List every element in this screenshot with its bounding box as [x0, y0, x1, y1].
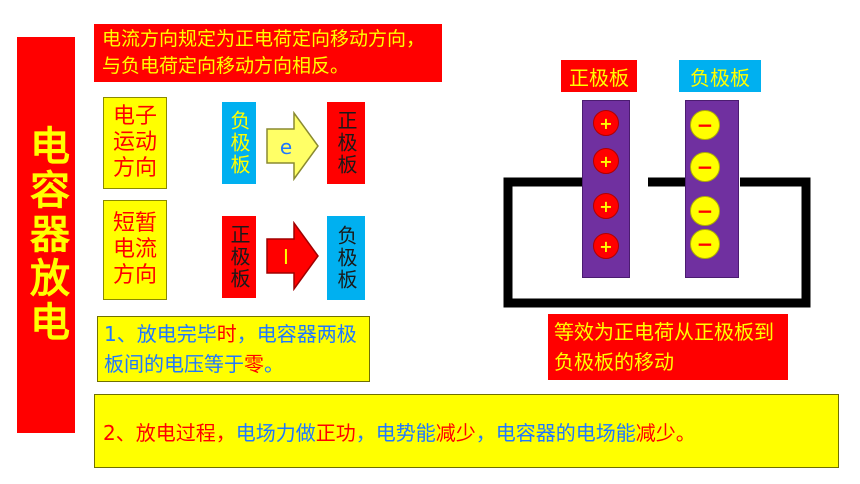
negative-charge: − — [690, 110, 720, 140]
slide-title: 电容器放电 — [23, 125, 69, 345]
note2-part: 电场力做 — [235, 420, 316, 445]
current-arrow: I — [266, 221, 319, 291]
equivalence-note: 等效为正电荷从正极板到负极板的移动 — [548, 314, 788, 380]
note2-part: 电势能 — [375, 420, 436, 445]
note2-part: ，电容器的 — [475, 420, 576, 445]
title-bar: 电容器放电 — [17, 37, 75, 433]
negative-charge: − — [690, 229, 720, 259]
note1-suffix: 。 — [264, 352, 284, 376]
electron-arrow-label: e — [280, 135, 292, 159]
note2-part: 正功 — [315, 420, 356, 445]
note1-time: 时 — [216, 322, 237, 346]
current-arrow-label: I — [283, 245, 289, 269]
discharge-complete-note: 1、放电完毕时，电容器两极板间的电压等于零。 — [97, 316, 370, 382]
note2-part: 减少。 — [635, 420, 696, 445]
note2-part: ， — [355, 420, 376, 445]
electron-from-plate: 负极板 — [222, 102, 256, 184]
note1-mid: ，电容器两极板间的电压等于 — [104, 322, 357, 376]
note1-zero: 零 — [244, 352, 264, 376]
positive-charge: + — [593, 233, 619, 259]
note2-part: 减少 — [435, 420, 476, 445]
circuit-wire — [503, 177, 811, 308]
discharge-process-note: 2、放电过程，电场力做正功，电势能减少，电容器的电场能减少。 — [94, 394, 839, 468]
negative-plate-label: 负极板 — [679, 60, 761, 92]
electron-direction-label: 电子运动方向 — [103, 97, 167, 189]
current-to-plate: 负极板 — [327, 216, 365, 300]
electron-arrow: e — [266, 111, 319, 181]
note2-part: 2、放电过程， — [103, 420, 236, 445]
note1-prefix: 1、放电完毕 — [104, 322, 217, 346]
positive-charge: + — [593, 110, 619, 136]
negative-charge: − — [690, 196, 720, 226]
positive-plate-label: 正极板 — [561, 60, 637, 92]
positive-charge: + — [593, 193, 619, 219]
electron-to-plate: 正极板 — [327, 102, 365, 184]
positive-charge: + — [593, 148, 619, 174]
current-direction-label: 短暂电流方向 — [103, 200, 167, 300]
note2-part: 电场能 — [575, 420, 636, 445]
current-direction-rule: 电流方向规定为正电荷定向移动方向，与负电荷定向移动方向相反。 — [94, 24, 442, 82]
current-from-plate: 正极板 — [222, 216, 256, 298]
negative-charge: − — [690, 152, 720, 182]
